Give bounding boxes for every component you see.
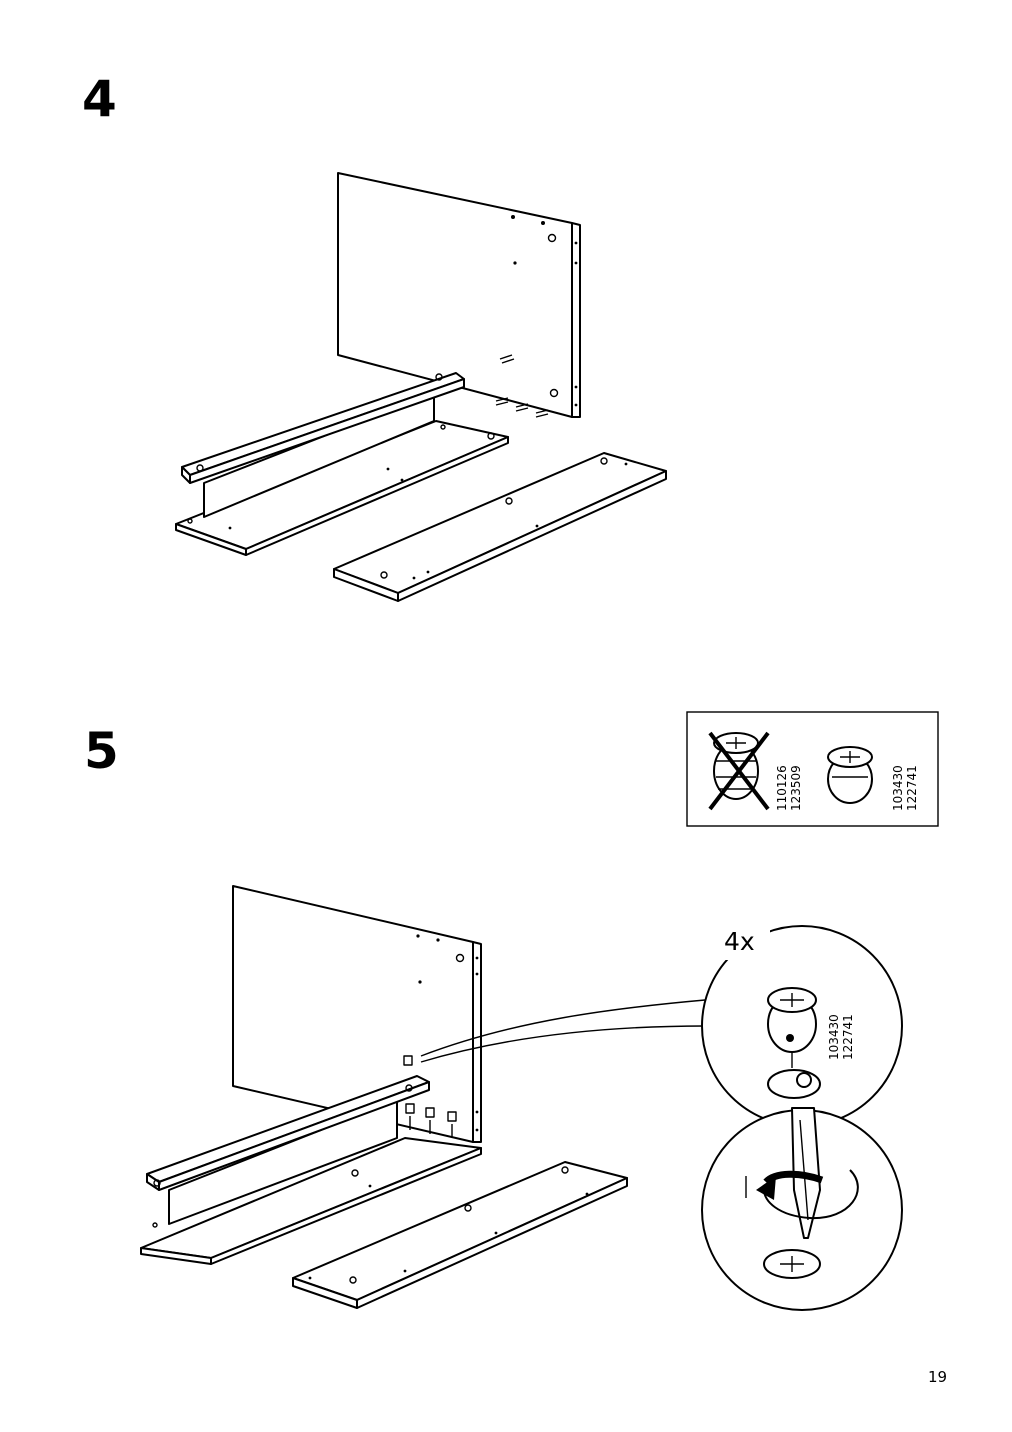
cam-lock-detail-callout: 4x 103430 122741 — [701, 924, 903, 1311]
step-5-number: 5 — [84, 722, 119, 780]
detail-part-code-2: 122741 — [841, 1014, 855, 1060]
cam-lock-fitting-icon — [767, 987, 821, 1099]
quantity-label: 4x — [724, 927, 755, 956]
cam-lock-fitting-icon — [827, 746, 873, 804]
wrong-part-code-1: 110126 — [775, 765, 789, 811]
plinth-assembly — [140, 1075, 482, 1265]
cross-out-icon — [708, 731, 770, 811]
page-number: 19 — [928, 1368, 948, 1386]
cam-lock-comparison-box: 110126 123509 103430 122741 — [686, 711, 939, 827]
bottom-panel — [333, 452, 667, 602]
step-4-illustration — [175, 172, 667, 602]
incorrect-cam-lock-icon — [713, 732, 759, 800]
correct-part-code-1: 103430 — [891, 765, 905, 811]
rotate-clockwise-arrow-icon — [745, 1169, 859, 1220]
wooden-dowels — [495, 354, 549, 418]
back-panel — [337, 172, 581, 418]
plinth-assembly — [175, 372, 509, 556]
correct-part-code-2: 122741 — [905, 765, 919, 811]
wrong-part-code-2: 123509 — [789, 765, 803, 811]
cam-lock-fittings — [403, 1055, 457, 1138]
step-5-illustration — [140, 885, 706, 1309]
step-4-number: 4 — [82, 70, 117, 128]
bottom-panel — [292, 1161, 628, 1309]
cam-lock-top-icon — [763, 1249, 821, 1279]
detail-part-code-1: 103430 — [827, 1014, 841, 1060]
